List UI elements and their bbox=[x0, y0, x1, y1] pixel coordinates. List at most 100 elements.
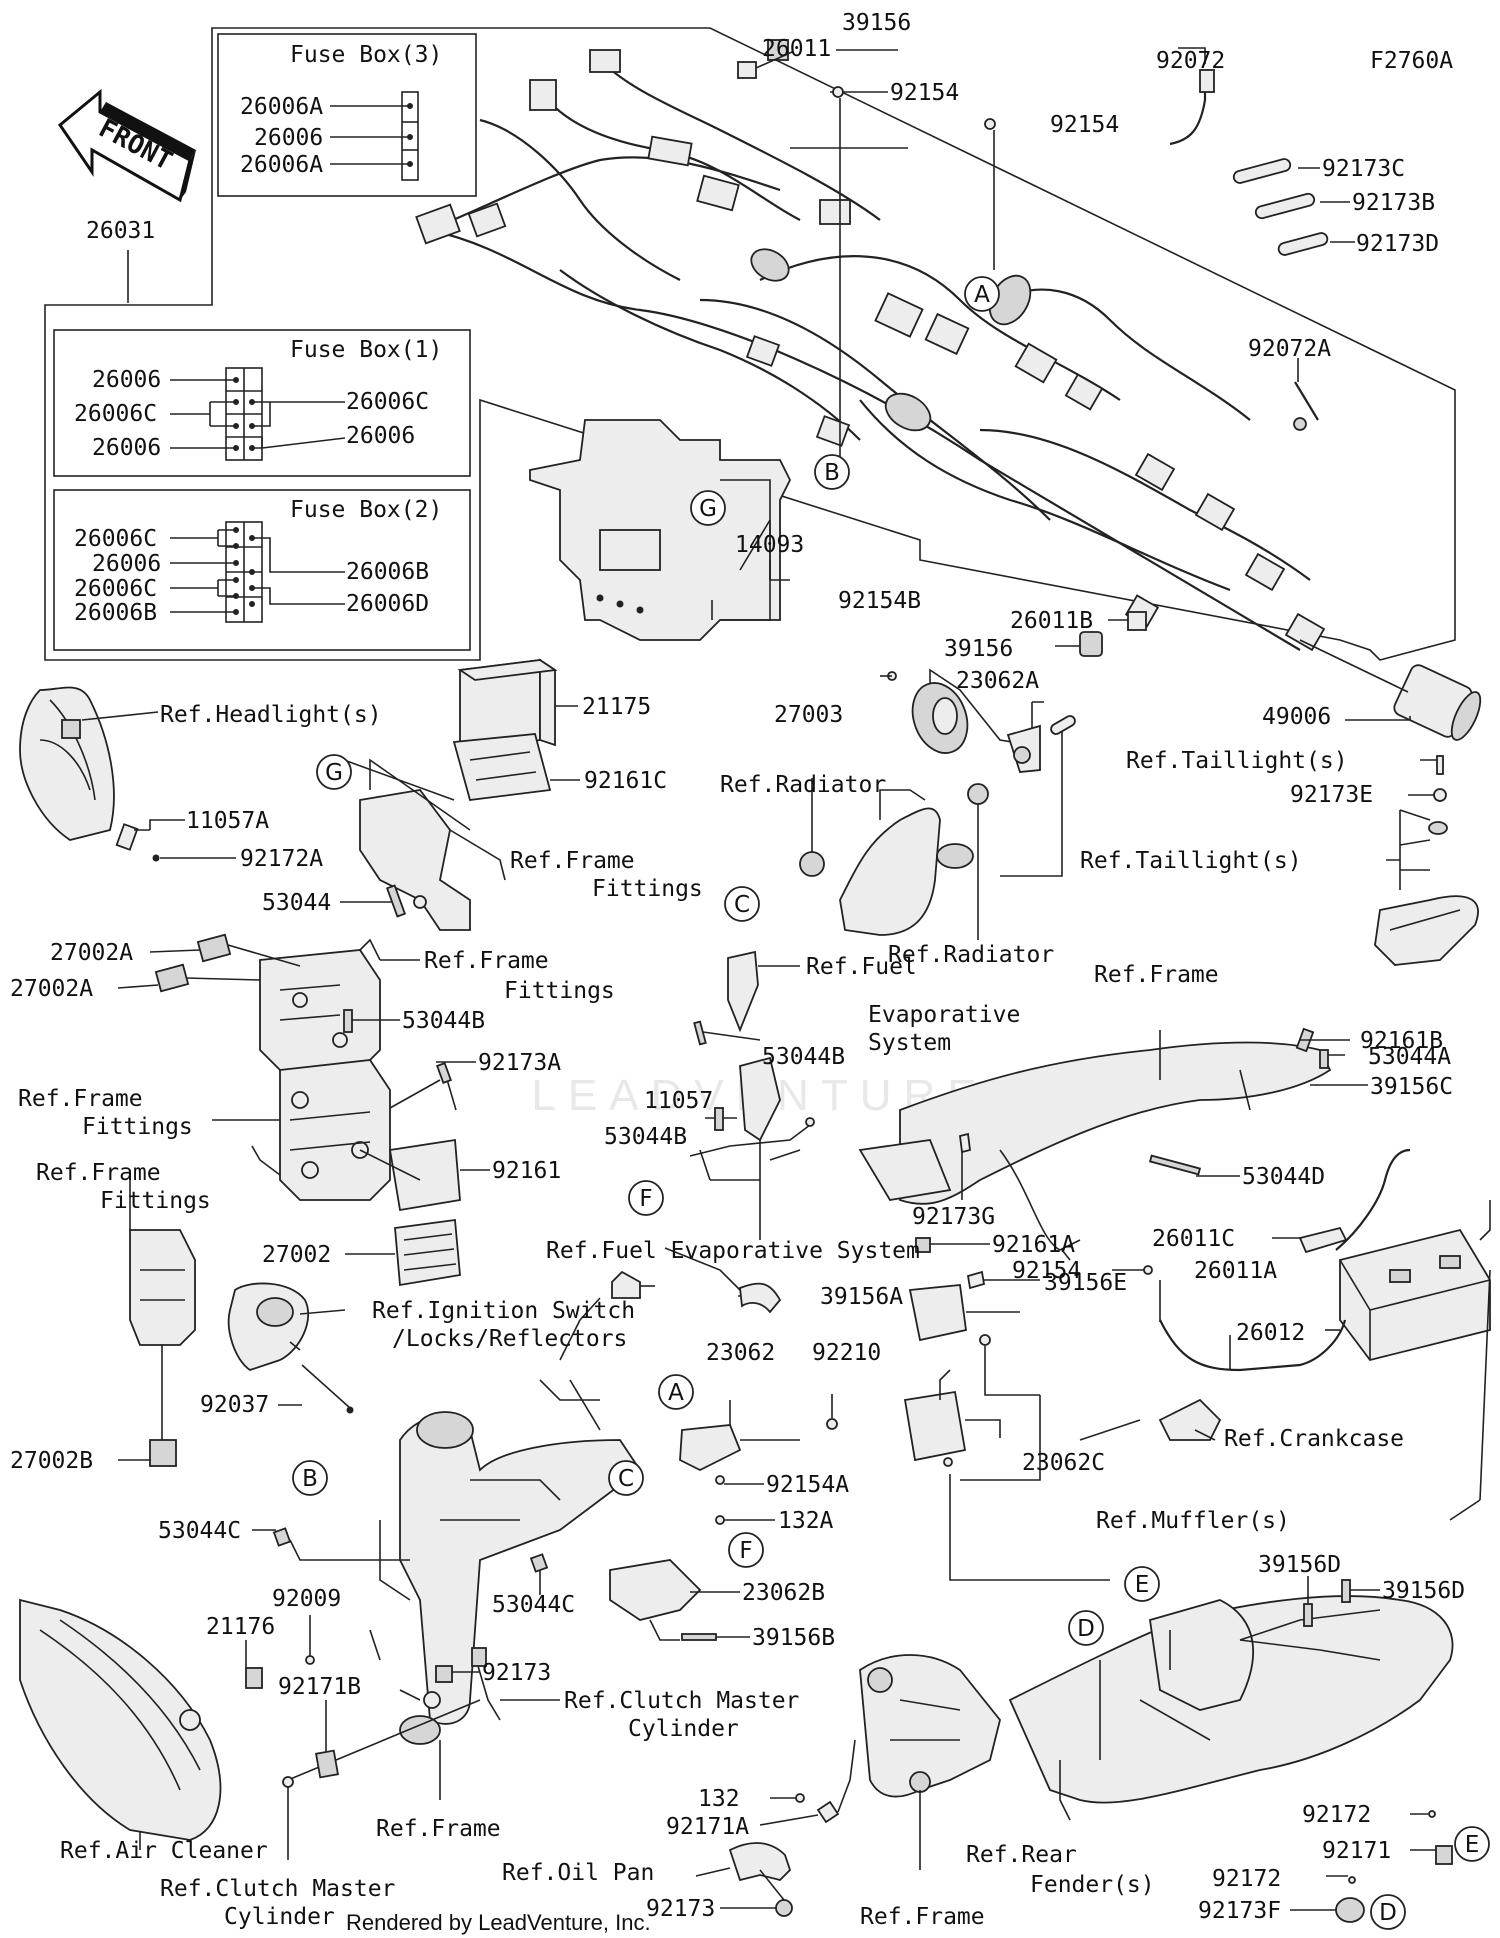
main-wiring-harness bbox=[415, 49, 1326, 652]
main-frame-right bbox=[858, 1027, 1368, 1261]
part-39156D-2 bbox=[1341, 1579, 1351, 1603]
label-ref-taillight-1: Ref.Taillight(s) bbox=[1126, 748, 1348, 774]
part-53044D bbox=[1148, 1154, 1202, 1176]
fuel-evap-bracket-2 bbox=[689, 1056, 815, 1240]
label-23062A: 23062A bbox=[956, 668, 1039, 694]
label-92154B: 92154B bbox=[838, 588, 921, 614]
label-ref-taillight-2: Ref.Taillight(s) bbox=[1080, 848, 1302, 874]
part-92173E bbox=[1433, 788, 1447, 802]
part-92171B bbox=[315, 1749, 339, 1779]
label-ref-frame-fittings-2a: Ref.Frame bbox=[424, 948, 549, 974]
label-92173A: 92173A bbox=[478, 1050, 561, 1076]
fuse-box-3-part-3: 26006A bbox=[240, 152, 323, 178]
label-92161A: 92161A bbox=[992, 1232, 1075, 1258]
taillight-assembly bbox=[1374, 755, 1479, 966]
starter-relay-bracket-23062C bbox=[903, 1237, 1110, 1581]
callout-E-upper: E bbox=[1124, 1566, 1160, 1602]
label-92161: 92161 bbox=[492, 1158, 561, 1184]
callout-D-lower: D bbox=[1370, 1894, 1406, 1930]
fuse-box-3: Fuse Box(3) 26006A 26006 26006A bbox=[217, 33, 477, 197]
label-92161C: 92161C bbox=[584, 768, 667, 794]
ignition-switch bbox=[227, 1282, 354, 1414]
label-26011-top: 26011 bbox=[762, 36, 831, 62]
label-92173C: 92173C bbox=[1322, 156, 1405, 182]
label-92173G: 92173G bbox=[912, 1204, 995, 1230]
callout-A-upper: A bbox=[964, 276, 1000, 312]
part-92173D bbox=[1277, 232, 1329, 256]
callout-A-lower: A bbox=[658, 1374, 694, 1410]
svg-text:F: F bbox=[739, 1538, 752, 1564]
frame-fitting-1 bbox=[340, 758, 506, 931]
part-27002B-relay bbox=[149, 1439, 177, 1467]
callout-B-upper: B bbox=[814, 454, 850, 490]
part-92173-clamp-b bbox=[775, 1899, 793, 1917]
label-ref-clutch-1a: Ref.Clutch Master bbox=[564, 1688, 799, 1714]
label-26011B: 26011B bbox=[1010, 608, 1093, 634]
label-92173-a: 92173 bbox=[482, 1660, 551, 1686]
fuel-evap-bracket-1 bbox=[693, 950, 800, 1046]
svg-text:B: B bbox=[824, 460, 840, 486]
label-11057: 11057 bbox=[644, 1088, 713, 1114]
label-92171B: 92171B bbox=[278, 1674, 361, 1700]
label-92154A: 92154A bbox=[766, 1472, 849, 1498]
part-23062A-bracket bbox=[1000, 701, 1076, 877]
label-39156D-1: 39156D bbox=[1258, 1552, 1341, 1578]
label-92072: 92072 bbox=[1156, 48, 1225, 74]
label-53044B-3: 53044B bbox=[604, 1124, 687, 1150]
fuse-box-1-left-2: 26006C bbox=[74, 401, 157, 427]
label-92173E: 92173E bbox=[1290, 782, 1373, 808]
part-92161A bbox=[915, 1237, 931, 1253]
label-92154-b: 92154 bbox=[1050, 112, 1119, 138]
part-92154-b bbox=[984, 118, 996, 130]
label-23062B: 23062B bbox=[742, 1580, 825, 1606]
label-26012: 26012 bbox=[1236, 1320, 1305, 1346]
battery-cable-26011A bbox=[1159, 1319, 1347, 1372]
label-39156B: 39156B bbox=[752, 1625, 835, 1651]
label-92173B: 92173B bbox=[1352, 190, 1435, 216]
label-ref-clutch-2b: Cylinder bbox=[224, 1904, 335, 1930]
label-ref-clutch-2a: Ref.Clutch Master bbox=[160, 1876, 395, 1902]
label-53044D: 53044D bbox=[1242, 1164, 1325, 1190]
callout-D-upper: D bbox=[1068, 1610, 1104, 1646]
fuse-box-2-title: Fuse Box(2) bbox=[290, 497, 442, 523]
fuse-box-3-part-2: 26006 bbox=[254, 125, 323, 151]
label-26011A: 26011A bbox=[1194, 1258, 1277, 1284]
air-cleaner-reference bbox=[19, 1598, 222, 1850]
label-11057A: 11057A bbox=[186, 808, 269, 834]
oil-pan-reference bbox=[695, 1842, 793, 1917]
part-92172-a bbox=[1428, 1810, 1436, 1818]
part-53044C-pin-2 bbox=[529, 1553, 549, 1573]
part-49006-filter bbox=[1299, 639, 1482, 741]
relay-bracket-23062B bbox=[609, 1515, 775, 1641]
front-arrow-icon: FRONT bbox=[57, 88, 196, 203]
label-ref-rear-fender-b: Fender(s) bbox=[1030, 1872, 1155, 1898]
label-14093: 14093 bbox=[735, 532, 804, 558]
svg-text:G: G bbox=[699, 496, 717, 522]
label-132A: 132A bbox=[778, 1508, 834, 1534]
main-frame-left bbox=[369, 1270, 655, 1800]
part-92161C-case bbox=[452, 733, 580, 801]
callout-B-lower: B bbox=[292, 1460, 328, 1496]
svg-text:E: E bbox=[1465, 1832, 1480, 1858]
fuse-box-2-left-3: 26006C bbox=[74, 576, 157, 602]
part-26011-top bbox=[737, 61, 757, 79]
fuse-box-2-right-2: 26006D bbox=[346, 591, 429, 617]
svg-text:D: D bbox=[1077, 1616, 1095, 1642]
radiator-reference bbox=[799, 778, 989, 940]
label-21176: 21176 bbox=[206, 1614, 275, 1640]
part-92173B bbox=[1254, 192, 1316, 220]
label-39156A: 39156A bbox=[820, 1284, 903, 1310]
label-53044C-1: 53044C bbox=[158, 1518, 241, 1544]
label-ref-fuel-evap-c: System bbox=[868, 1030, 951, 1056]
label-ref-frame-2: Ref.Frame bbox=[376, 1816, 501, 1842]
fuse-box-2-left-4: 26006B bbox=[74, 600, 157, 626]
label-92037: 92037 bbox=[200, 1392, 269, 1418]
label-21175: 21175 bbox=[582, 694, 651, 720]
fuse-box-3-part-1: 26006A bbox=[240, 94, 323, 120]
part-radiator-grommet bbox=[799, 851, 825, 877]
label-ref-frame-fittings-4b: Fittings bbox=[100, 1188, 211, 1214]
label-53044A: 53044A bbox=[1368, 1044, 1451, 1070]
clutch-master-connector bbox=[471, 1647, 487, 1667]
label-39156E: 39156E bbox=[1044, 1270, 1127, 1296]
label-23062C: 23062C bbox=[1022, 1450, 1105, 1476]
